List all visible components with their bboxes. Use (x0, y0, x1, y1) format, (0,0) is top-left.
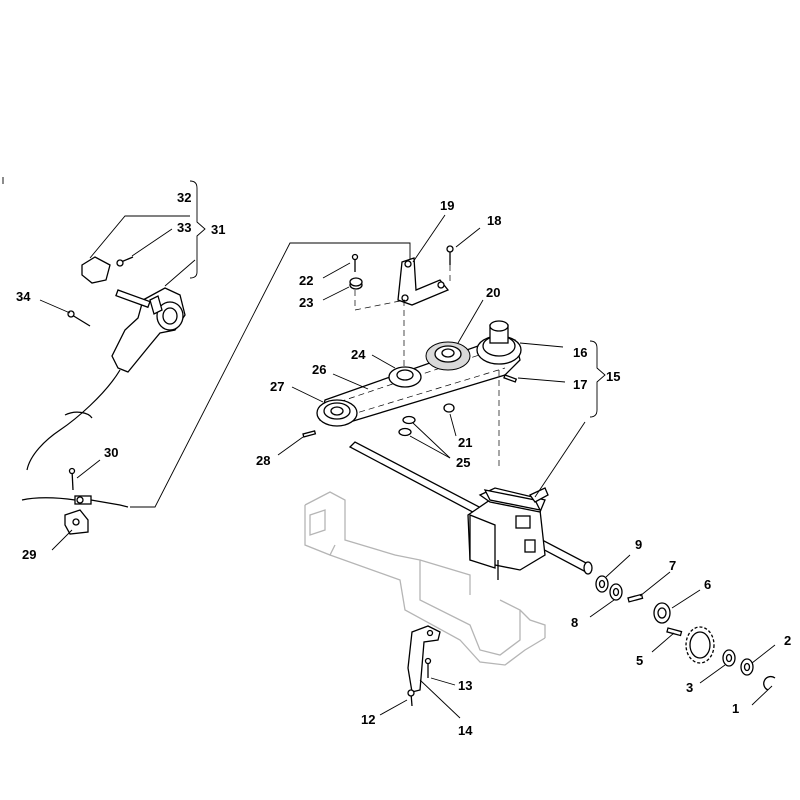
callout-6: 6 (704, 577, 711, 592)
callout-13: 13 (458, 678, 472, 693)
callout-18: 18 (487, 213, 501, 228)
callout-23: 23 (299, 295, 313, 310)
callout-25: 25 (456, 455, 470, 470)
callout-15: 15 (606, 369, 620, 384)
callout-22: 22 (299, 273, 313, 288)
belt-pulley-assembly (302, 320, 522, 470)
callout-34: 34 (16, 289, 31, 304)
callout-5: 5 (636, 653, 643, 668)
callout-28: 28 (256, 453, 270, 468)
callout-27: 27 (270, 379, 284, 394)
wheel-hub-parts (595, 575, 776, 691)
top-bracket-hardware (349, 245, 454, 370)
leader-lines (39, 214, 776, 719)
callout-9: 9 (635, 537, 642, 552)
callout-8: 8 (571, 615, 578, 630)
callout-2: 2 (784, 633, 791, 648)
callout-26: 26 (312, 362, 326, 377)
lower-bracket-hardware (407, 625, 441, 707)
callout-3: 3 (686, 680, 693, 695)
callout-29: 29 (22, 547, 36, 562)
callout-16: 16 (573, 345, 587, 360)
callout-12: 12 (361, 712, 375, 727)
callout-14: 14 (458, 723, 473, 738)
callout-33: 33 (177, 220, 191, 235)
callout-labels: 1 2 3 5 6 7 8 9 12 13 14 15 16 17 18 19 … (16, 190, 791, 738)
callout-31: 31 (211, 222, 225, 237)
callout-32: 32 (177, 190, 191, 205)
control-lever-assembly (26, 256, 186, 471)
callout-30: 30 (104, 445, 118, 460)
callout-17: 17 (573, 377, 587, 392)
callout-20: 20 (486, 285, 500, 300)
callout-24: 24 (351, 347, 366, 362)
ghost-frame (304, 491, 546, 666)
bracket-31 (189, 180, 206, 279)
callout-1: 1 (732, 701, 739, 716)
transmission-axle-assembly (348, 421, 593, 580)
bracket-15 (589, 340, 606, 418)
callout-7: 7 (669, 558, 676, 573)
cable-connector-assembly (21, 242, 411, 535)
callout-21: 21 (458, 435, 472, 450)
callout-19: 19 (440, 198, 454, 213)
